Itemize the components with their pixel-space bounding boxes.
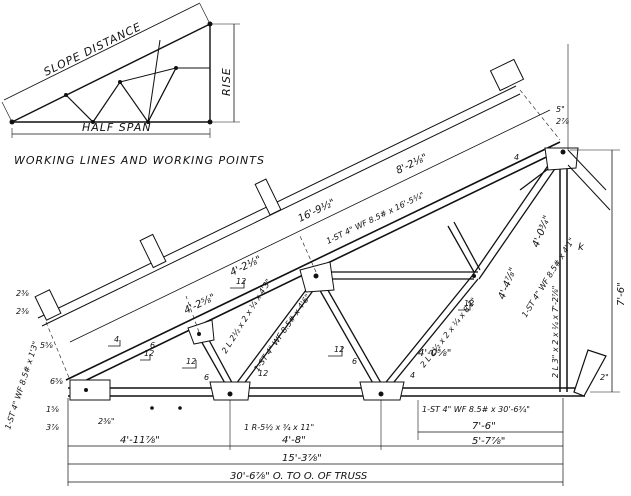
dim-left-c: 5⅝ [40,341,53,350]
inset-web-a [119,67,177,83]
slope-dim-inner [69,109,551,343]
gusset-heel [69,379,111,401]
web-4b [384,278,479,394]
inset-point [174,66,178,70]
node-point [84,388,88,392]
dim-web-mid: 4'-0⅝" [418,348,451,359]
inset-top-chord [11,23,211,123]
dim-bay-left: 4'-11⅞" [120,435,160,446]
slope-6b: 6 [352,357,357,366]
top-chord-label: 1-ST 4" WF 8.5# x 16'-5¾" [325,190,426,245]
web-4a [377,275,473,393]
dim-left-a: 2⅜ [16,289,29,298]
node-point [472,274,476,278]
ridge-brace [567,149,607,191]
dim-side-2: 2" [600,373,609,382]
slope-12c: 12 [334,345,344,354]
main-truss [65,141,611,410]
dim-top-5: 5" [556,105,565,114]
bolt [150,406,154,410]
inset-webs [65,67,177,124]
web-3a [313,279,379,393]
inset-slope-dim-line [3,2,201,101]
slope-4a: 4 [114,335,119,344]
vertical-label: 2 L 3" x 2 x ¼ x 7'-2⅞" [551,286,560,378]
slope-4b: 4 [514,153,519,162]
node-point [378,391,384,397]
web-3b [320,277,386,391]
web-6a [447,225,475,273]
slope-splice-2 [139,233,167,269]
inset-web-b [147,39,161,123]
slope-12e: 12 [144,349,154,358]
gusset-plate-label: 1 R-5½ x ¾ x 11" [244,423,314,432]
dim-left-e: 1⅝ [46,405,59,414]
dim-top-frac: 2⅞ [556,117,569,126]
slope-6a: 6 [150,341,155,350]
slope-12a: 12 [186,357,196,366]
dim-slope-left: 4'-2⅝" [182,292,217,317]
gusset-node-2 [359,381,405,401]
web-2b [236,283,319,394]
dim-total: 30'-6⅞" O. TO O. OF TRUSS [230,471,368,482]
gusset-node-1 [209,381,251,401]
inset-point [118,80,122,84]
inset-rise-label: RISE [220,67,233,96]
slope-splice [254,178,282,216]
node-point [560,149,566,155]
dim-web-right: 4'-0¾" [531,214,554,249]
dim-left-b: 2⅜ [16,307,29,316]
slope-glyphs [108,280,471,369]
dim-slope-right: 8'-2⅛" [394,152,429,177]
slope-end-block [489,58,525,92]
slope-12d: 12 [464,299,474,308]
inset-point [64,93,68,97]
inset-slope-label: SLOPE DISTANCE [42,20,144,79]
web-5b [478,159,562,280]
slope-12f: 12 [236,277,246,286]
inset-diagram: SLOPE DISTANCE RISE HALF SPAN WORKING LI… [1,2,265,167]
bolt [178,406,182,410]
bottom-chord-label: 1-ST 4" WF 8.5# x 30'-6¾" [422,405,530,414]
slope-end-left [34,289,62,321]
dim-bay-mid: 4'-8" [282,435,306,446]
web-5a [471,153,557,277]
inset-caption: WORKING LINES AND WORKING POINTS [14,154,265,167]
inset-point [91,120,95,124]
node-point [227,391,233,397]
left-end-label: 1-ST 4" WF 8.5# x 1'3" [3,340,40,430]
dim-slope-mid: 4'-2⅛" [228,254,263,279]
dim-bay-right2: 5'-7⅞" [472,436,505,447]
inset-point [146,120,150,124]
web-long-label: 1-ST 4" WF 8.5# x 4'6" [252,292,312,373]
inset-web-d [147,67,177,123]
dim-left-f: 3⅞ [46,423,59,432]
dim-slope-top: 16'-9½" [296,196,337,224]
horizontal-dimensions [67,44,620,486]
dim-left-g: 2⅜" [98,417,115,426]
slope-4c: 4 [410,371,415,380]
node-point [313,273,319,279]
dim-bay-right: 7'-6" [472,421,496,432]
web-short-label: 2 L 2½ x 2 x ¼ x 4'3" [220,277,273,355]
node-point [197,332,201,336]
gusset-upper-1 [187,319,215,345]
dim-web-right2: 4'-4⅞" [497,266,520,301]
inset-halfspan-label: HALF SPAN [82,121,152,134]
slope-dimensions [34,58,561,381]
slope-12b: 12 [258,369,268,378]
slope-6c: 6 [204,373,209,382]
web-6b [453,221,481,271]
dim-left-d: 6⅝ [50,377,63,386]
dim-rise: 7'-6" [616,282,627,306]
dim-half: 15'-3⅞" [282,453,322,464]
web-2a [229,281,313,393]
top-chord-upper-edge [65,141,561,381]
ridge-web-label: 1-ST 4" WF 8.5# x 4'1" [520,236,576,319]
mark-k: k [578,242,585,253]
brace-right [573,349,607,397]
gusset-ridge [544,147,579,171]
